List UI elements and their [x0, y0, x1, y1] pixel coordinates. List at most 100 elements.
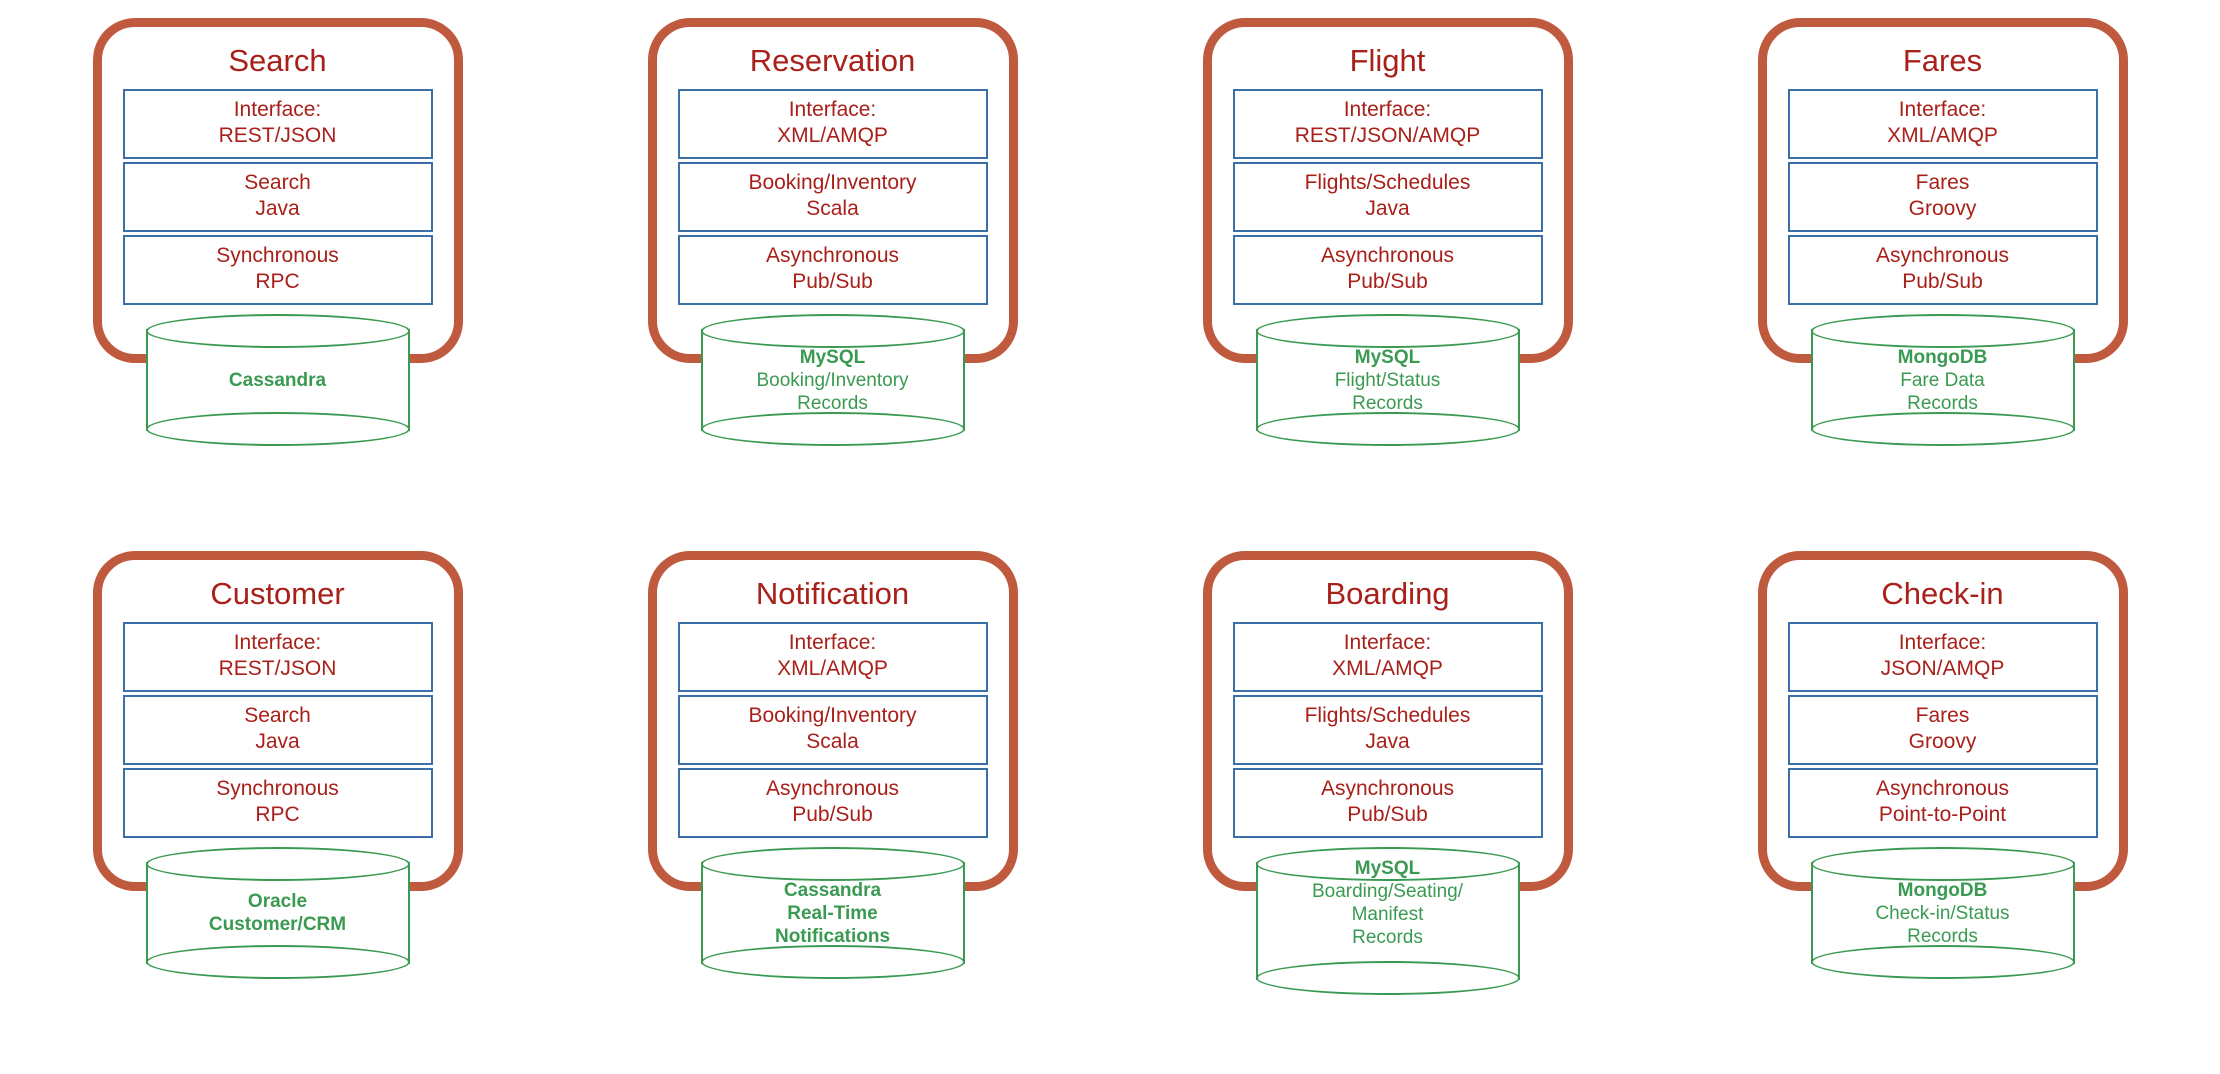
service-title-fares: Fares [1902, 43, 1983, 78]
layer-line2: XML/AMQP [777, 124, 888, 147]
cylinder-bottom-ellipse-icon [1255, 961, 1520, 995]
layer-line2: JSON/AMQP [1880, 657, 2005, 680]
layer-line1: Booking/Inventory [748, 704, 917, 727]
layer-line1: Asynchronous [1320, 244, 1455, 267]
layer-line2: Groovy [1908, 730, 1977, 753]
service-title-customer: Customer [210, 576, 345, 611]
service-title-flight: Flight [1349, 43, 1426, 78]
service-title-search: Search [228, 43, 327, 78]
layer-line2: Pub/Sub [792, 270, 873, 293]
layer-line2: Point-to-Point [1878, 803, 2007, 826]
layer-line2: Pub/Sub [792, 803, 873, 826]
cylinder-bottom-ellipse-icon [1255, 412, 1520, 446]
layer-line1: Asynchronous [765, 244, 900, 267]
service-layer-search-0[interactable]: Interface: REST/JSON [122, 89, 433, 159]
layer-line1: Interface: [1898, 631, 1987, 654]
layer-line1: Interface: [233, 631, 322, 654]
service-layers-flight: Interface: REST/JSON/AMQP Flights/Schedule… [1232, 89, 1543, 305]
layer-line2: Java [1365, 730, 1410, 753]
layer-line2: XML/AMQP [777, 657, 888, 680]
service-layer-checkin-0[interactable]: Interface: JSON/AMQP [1787, 622, 2098, 692]
layer-line1: Interface: [788, 631, 877, 654]
layer-line2: REST/JSON [218, 124, 337, 147]
cylinder-bottom-ellipse-icon [700, 945, 965, 979]
layer-line2: XML/AMQP [1332, 657, 1443, 680]
layer-line1: Interface: [788, 98, 877, 121]
service-layer-flight-0[interactable]: Interface: REST/JSON/AMQP [1232, 89, 1543, 159]
layer-line1: Asynchronous [1875, 244, 2010, 267]
layer-line1: Search [244, 704, 311, 727]
layer-line1: Fares [1915, 704, 1970, 727]
layer-line1: Asynchronous [1320, 777, 1455, 800]
layer-line2: Pub/Sub [1347, 803, 1428, 826]
service-layer-customer-0[interactable]: Interface: REST/JSON [122, 622, 433, 692]
cylinder-bottom-ellipse-icon [700, 412, 965, 446]
service-title-checkin: Check-in [1881, 576, 2004, 611]
cylinder-top-ellipse-icon [1255, 314, 1520, 348]
service-title-boarding: Boarding [1325, 576, 1450, 611]
layer-line2: XML/AMQP [1887, 124, 1998, 147]
cylinder-bottom-ellipse-icon [1810, 945, 2075, 979]
layer-line1: Interface: [233, 98, 322, 121]
layer-line2: RPC [255, 270, 300, 293]
service-layer-boarding-0[interactable]: Interface:XML/AMQP [1232, 622, 1543, 692]
service-layer-notification-0[interactable]: Interface: XML/AMQP [677, 622, 988, 692]
cylinder-top-ellipse-icon [1255, 847, 1520, 881]
service-title-reservation: Reservation [749, 43, 916, 78]
layer-line1: Interface: [1898, 98, 1987, 121]
layer-line2: REST/JSON/AMQP [1294, 124, 1481, 147]
layer-line2: RPC [255, 803, 300, 826]
layer-line2: Java [1365, 197, 1410, 220]
layer-line1: Synchronous [216, 244, 339, 267]
service-layer-fares-0[interactable]: Interface: XML/AMQP [1787, 89, 2098, 159]
service-layer-reservation-0[interactable]: Interface: XML/AMQP [677, 89, 988, 159]
cylinder-bottom-ellipse-icon [1810, 412, 2075, 446]
cylinder-top-ellipse-icon [1810, 847, 2075, 881]
layer-line1: Interface: [1343, 98, 1432, 121]
cylinder-top-ellipse-icon [1810, 314, 2075, 348]
layer-line2: REST/JSON [218, 657, 337, 680]
layer-line2: Java [255, 730, 300, 753]
cylinder-top-ellipse-icon [700, 314, 965, 348]
layer-line1: Asynchronous [1875, 777, 2010, 800]
